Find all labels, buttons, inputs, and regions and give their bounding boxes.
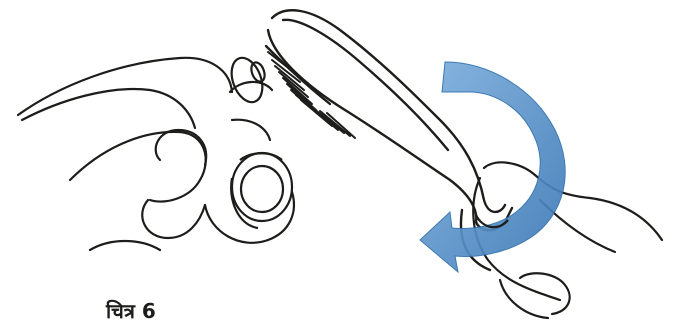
toothbrush-bristles: [264, 44, 356, 139]
left-hand: [16, 56, 296, 252]
brush-head-cap: [230, 56, 294, 230]
figure-caption: चित्र 6: [106, 299, 156, 323]
rotate-arrow-icon: [419, 61, 566, 274]
handle-overlap: [475, 214, 509, 229]
